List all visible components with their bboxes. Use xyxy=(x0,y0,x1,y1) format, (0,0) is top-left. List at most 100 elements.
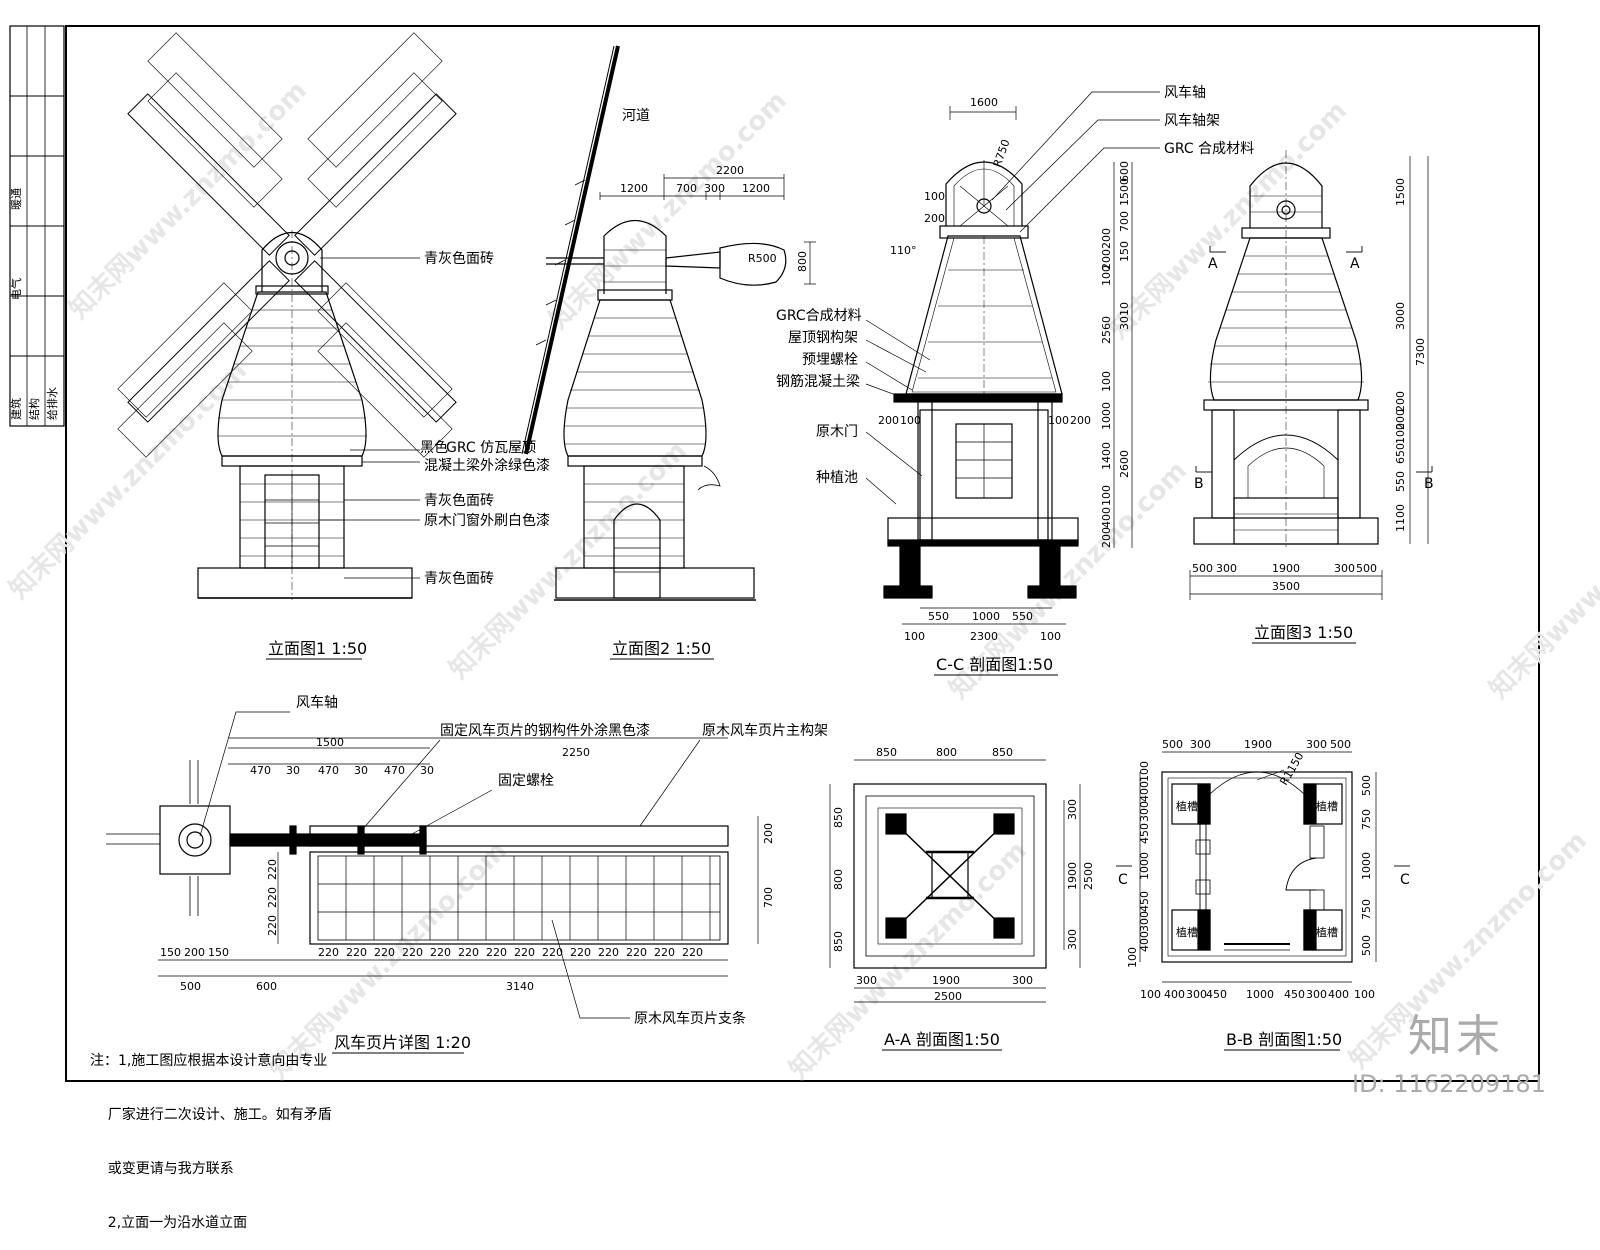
dim-bb-right: 500 750 1000 750 500 xyxy=(1360,775,1373,956)
dim-bb-bottom: 100 400 300 450 1000 450 300 400 100 xyxy=(1140,988,1375,1001)
svg-text:470: 470 xyxy=(318,764,339,777)
label-axle-frame: 风车轴架 xyxy=(1164,112,1220,129)
svg-text:400: 400 xyxy=(1138,781,1151,802)
label-beam: 混凝土梁外涂绿色漆 xyxy=(424,457,550,474)
svg-text:100: 100 xyxy=(1100,265,1113,286)
tail-vane xyxy=(719,242,787,286)
dim-bb-top: 500 300 1900 300 500 xyxy=(1162,738,1351,751)
label-roof-steel: 屋顶钢构架 xyxy=(788,330,858,346)
svg-text:220: 220 xyxy=(266,915,279,936)
svg-text:知末网www.znzmo.com: 知末网www.znzmo.com xyxy=(1484,456,1600,705)
svg-text:470: 470 xyxy=(250,764,271,777)
general-notes: 注：1,施工图应根据本设计意向由专业 厂家进行二次设计、施工。如有矛盾 或变更请… xyxy=(90,1016,332,1250)
title-elevation-1: 立面图1 1:50 xyxy=(268,639,367,658)
svg-text:600: 600 xyxy=(1118,161,1131,182)
svg-text:500: 500 xyxy=(180,980,201,993)
svg-text:100: 100 xyxy=(1100,371,1113,392)
label-bolt: 预埋螺栓 xyxy=(802,352,858,368)
dim-cc-side-2: 100 xyxy=(900,414,921,427)
svg-text:500: 500 xyxy=(1162,738,1183,751)
dim-cc-bot-3: 550 xyxy=(1012,610,1033,623)
dim-e2-b: 700 xyxy=(676,182,697,195)
title-section-aa: A-A 剖面图1:50 xyxy=(884,1030,1000,1049)
svg-text:220: 220 xyxy=(346,946,367,959)
svg-text:220: 220 xyxy=(402,946,423,959)
svg-text:150: 150 xyxy=(1118,241,1131,262)
svg-text:220: 220 xyxy=(626,946,647,959)
cut-marker-b-right: B xyxy=(1424,476,1434,492)
dim-e3-bot-1: 500 xyxy=(1192,562,1213,575)
title-elevation-2: 立面图2 1:50 xyxy=(612,639,711,658)
dim-e2-c: 300 xyxy=(704,182,725,195)
dim-bd-right-1: 200 xyxy=(762,823,775,844)
dim-cc-width: 1600 xyxy=(970,96,998,109)
dim-e3-total: 3500 xyxy=(1272,580,1300,593)
label-rc-beam: 钢筋混凝土梁 xyxy=(776,373,860,390)
label-brick-base: 青灰色面砖 xyxy=(424,570,494,587)
svg-text:220: 220 xyxy=(430,946,451,959)
dim-aa-left-2: 800 xyxy=(832,869,845,890)
svg-text:220: 220 xyxy=(374,946,395,959)
svg-text:300: 300 xyxy=(1306,738,1327,751)
svg-text:1100: 1100 xyxy=(1394,504,1407,532)
dim-bd-1500: 1500 xyxy=(316,736,344,749)
title-section-bb: B-B 剖面图1:50 xyxy=(1226,1030,1342,1049)
blade-panel xyxy=(309,851,729,945)
dim-e3-bot-4: 300 xyxy=(1334,562,1355,575)
svg-text:220: 220 xyxy=(318,946,339,959)
svg-text:220: 220 xyxy=(542,946,563,959)
elevation-3 xyxy=(1189,150,1433,600)
sidebar-label-4: 暖通 xyxy=(10,188,23,210)
title-blade-detail: 风车页片详图 1:20 xyxy=(334,1033,471,1052)
dim-e2-d: 1200 xyxy=(742,182,770,195)
document-id: ID: 1162209181 xyxy=(1352,1070,1546,1098)
title-section-cc: C-C 剖面图1:50 xyxy=(936,655,1053,674)
section-cc xyxy=(865,91,1160,625)
svg-text:500: 500 xyxy=(1330,738,1351,751)
svg-text:1000: 1000 xyxy=(1100,402,1113,430)
elevation-2 xyxy=(521,45,816,601)
dim-e2-h: 800 xyxy=(796,251,809,272)
svg-text:7300: 7300 xyxy=(1414,338,1427,366)
svg-text:220: 220 xyxy=(486,946,507,959)
note-line-3: 或变更请与我方联系 xyxy=(90,1161,234,1177)
dim-cc-bot2-3: 100 xyxy=(1040,630,1061,643)
svg-text:550: 550 xyxy=(1394,471,1407,492)
cut-marker-a-left: A xyxy=(1208,256,1218,272)
dim-cc-bot-1: 550 xyxy=(928,610,949,623)
svg-text:600: 600 xyxy=(256,980,277,993)
dim-aa-top-1: 850 xyxy=(876,746,897,759)
dim-e3-bot-2: 300 xyxy=(1216,562,1237,575)
label-planter-3: 植槽 xyxy=(1176,925,1198,939)
svg-text:200: 200 xyxy=(1394,409,1407,430)
svg-text:470: 470 xyxy=(384,764,405,777)
label-black: 黑色 xyxy=(420,439,448,456)
dim-bb-radius: R1150 xyxy=(1277,750,1306,787)
dim-cc-bot2-2: 2300 xyxy=(970,630,998,643)
dim-aa-right-3: 300 xyxy=(1066,929,1079,950)
svg-text:2560: 2560 xyxy=(1100,316,1113,344)
label-blade-axle: 风车轴 xyxy=(296,694,338,711)
cut-marker-b-left: B xyxy=(1194,476,1204,492)
svg-text:150: 150 xyxy=(208,946,229,959)
svg-text:450: 450 xyxy=(1138,891,1151,912)
note-line-1: 注：1,施工图应根据本设计意向由专业 xyxy=(90,1053,328,1069)
dim-aa-bot-1: 300 xyxy=(856,974,877,987)
drawing-sheet: 建筑 结构 给排水 暖通 电气 知末网www.znzmo.com 知末网www.… xyxy=(4,25,1600,1085)
svg-text:750: 750 xyxy=(1360,809,1373,830)
svg-text:100: 100 xyxy=(1140,988,1161,1001)
dim-bd-left: 220 220 220 xyxy=(266,859,279,936)
svg-text:220: 220 xyxy=(654,946,675,959)
blade-detail xyxy=(106,711,759,1019)
sheet-border xyxy=(65,25,1540,1082)
dim-cc-angle: 110° xyxy=(890,244,917,257)
svg-text:1000: 1000 xyxy=(1138,852,1151,880)
dim-e3-bot-5: 500 xyxy=(1356,562,1377,575)
windmill-sails xyxy=(127,93,457,423)
svg-text:30: 30 xyxy=(354,764,368,777)
dim-bd-top-row: 470 30 470 30 470 30 xyxy=(250,764,434,777)
svg-text:220: 220 xyxy=(514,946,535,959)
svg-text:220: 220 xyxy=(266,887,279,908)
label-main-frame: 原木风车页片主构架 xyxy=(702,722,828,739)
svg-text:30: 30 xyxy=(420,764,434,777)
